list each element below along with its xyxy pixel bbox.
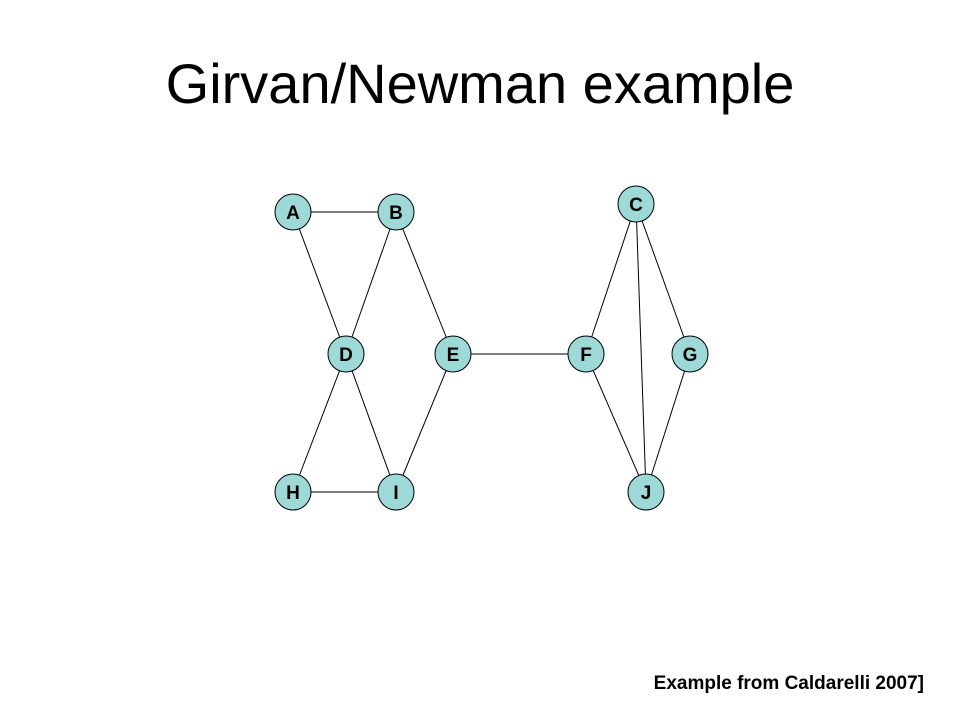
node-circle	[627, 473, 665, 511]
node-label: A	[286, 203, 300, 224]
node-circle	[567, 335, 605, 373]
node-g: G	[671, 335, 709, 373]
node-label: G	[683, 345, 698, 366]
node-circle	[274, 193, 312, 231]
edge-a-d	[292, 211, 347, 355]
node-circle	[434, 335, 472, 373]
edge-c-j	[635, 203, 647, 493]
edge-c-g	[635, 203, 691, 355]
node-circle	[377, 193, 415, 231]
source-caption: Example from Caldarelli 2007]	[653, 673, 924, 694]
node-circle	[377, 473, 415, 511]
node-circle	[671, 335, 709, 373]
node-circle	[327, 335, 365, 373]
node-label: C	[629, 195, 643, 216]
node-f: F	[567, 335, 605, 373]
slide-title: Girvan/Newman example	[165, 52, 795, 115]
node-label: H	[286, 483, 300, 504]
node-label: E	[447, 345, 460, 366]
edge-d-h	[292, 353, 347, 493]
node-e: E	[434, 335, 472, 373]
edge-c-f	[585, 203, 637, 355]
node-label: D	[339, 345, 353, 366]
edge-b-d	[345, 211, 397, 355]
node-b: B	[377, 193, 415, 231]
node-circle	[617, 185, 655, 223]
node-label: F	[580, 345, 592, 366]
edge-g-j	[645, 353, 691, 493]
edge-e-i	[395, 353, 454, 493]
node-c: C	[617, 185, 655, 223]
node-label: I	[393, 483, 398, 504]
node-h: H	[274, 473, 312, 511]
node-d: D	[327, 335, 365, 373]
edge-d-i	[345, 353, 397, 493]
edge-b-e	[395, 211, 454, 355]
node-a: A	[274, 193, 312, 231]
node-j: J	[627, 473, 665, 511]
nodes-layer: A B C D E F G H I J	[274, 185, 709, 511]
node-circle	[274, 473, 312, 511]
node-i: I	[377, 473, 415, 511]
node-label: B	[389, 203, 403, 224]
node-label: J	[641, 483, 652, 504]
edge-f-j	[585, 353, 647, 493]
